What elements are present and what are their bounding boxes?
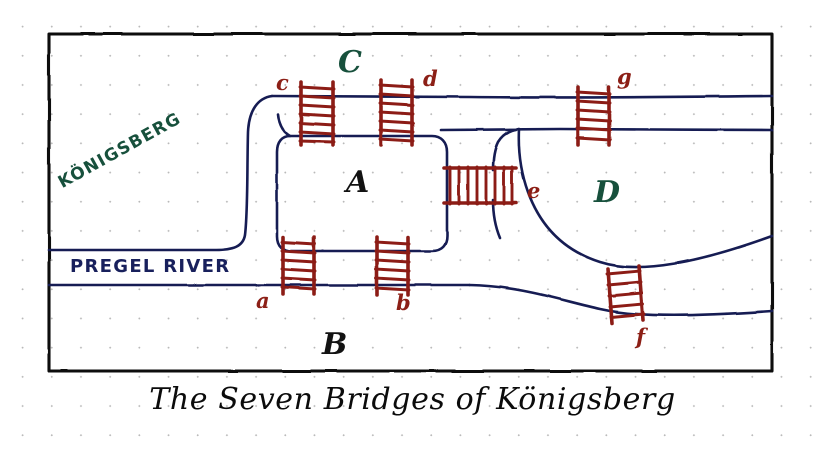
river-e-south-approach [491, 198, 502, 240]
region-label-c: C [338, 45, 362, 80]
island-a-outline [275, 134, 449, 253]
bridge-g [575, 85, 612, 147]
region-label-a: A [346, 165, 370, 200]
river-north-shore [270, 94, 774, 99]
bridge-label-b: b [396, 290, 411, 315]
bridge-label-e: e [527, 178, 541, 203]
river-label: PREGEL RIVER [70, 256, 231, 277]
bridge-d [378, 78, 415, 147]
island-a-nw-connector [276, 112, 292, 138]
bridge-label-g: g [617, 64, 632, 89]
river-south-shore-right [468, 283, 774, 317]
bridge-label-c: c [276, 70, 289, 95]
river-west-upper-bank [47, 94, 274, 252]
bridge-f [605, 264, 646, 325]
bridge-a [280, 235, 317, 296]
bridge-b [374, 235, 411, 297]
region-label-d: D [594, 175, 621, 210]
bridge-label-d: d [423, 66, 438, 91]
river-d-west-shore [517, 127, 774, 269]
figure-caption: The Seven Bridges of Königsberg [149, 382, 676, 417]
frame-border [47, 32, 774, 373]
river-north-channel-south-edge [439, 127, 774, 132]
bridge-e [442, 165, 518, 206]
bridge-c [298, 80, 336, 147]
region-label-b: B [322, 327, 348, 362]
bridge-label-f: f [636, 324, 646, 349]
bridge-label-a: a [256, 288, 270, 313]
river-e-north-approach [491, 127, 521, 172]
